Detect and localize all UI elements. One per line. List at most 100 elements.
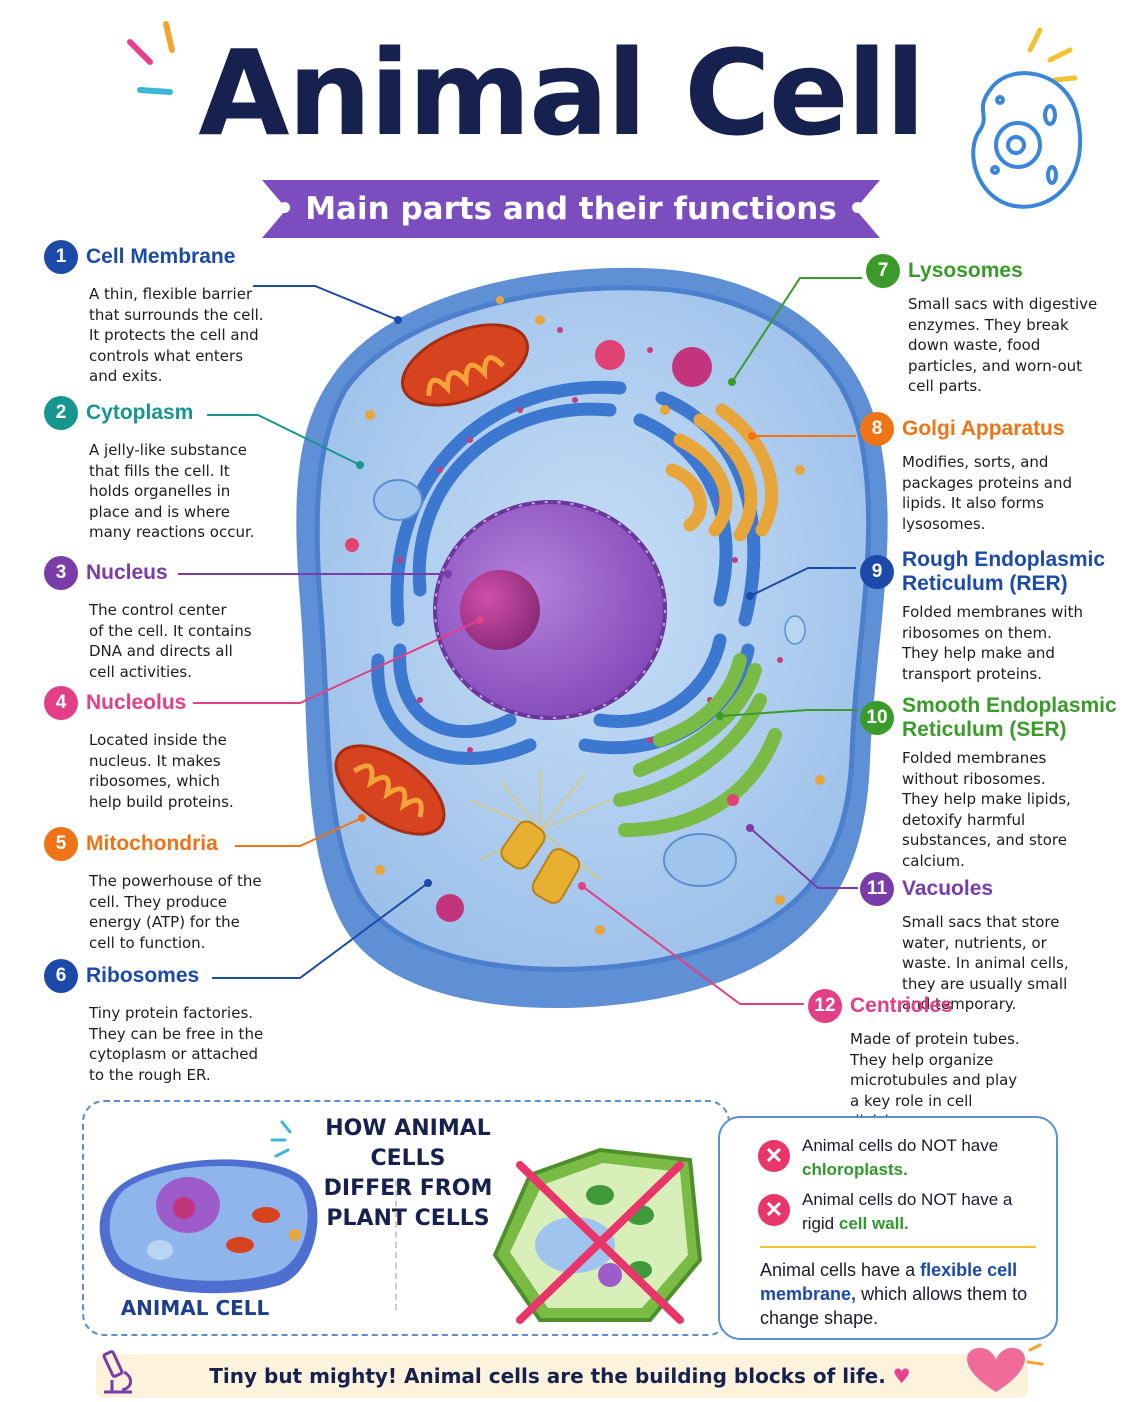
part-name: Nucleolus (86, 691, 187, 714)
part-description-line: controls what enters (89, 346, 244, 365)
microscope-icon (102, 1350, 132, 1394)
summary-text: Animal cells have a flexible cell membra… (760, 1258, 1050, 1330)
part-number-badge: 6 (44, 959, 78, 993)
part-number-badge: 8 (860, 412, 894, 446)
part-description-line: and exits. (89, 367, 163, 385)
part-description-line: A thin, flexible barrier (89, 285, 253, 303)
mitochondrion-top-shape (400, 323, 530, 407)
part-description-line: ribosomes, which (89, 772, 220, 790)
part-heading: 5 Mitochondria (44, 827, 262, 861)
part-name: Ribosomes (86, 964, 200, 987)
part-description-line: nucleus. It makes (89, 751, 221, 770)
part-description-line: It protects the cell and (89, 326, 259, 344)
fact-no-cell-wall: ✕ Animal cells do NOT have a rigid cell … (758, 1188, 1048, 1236)
lysosome-shape (595, 340, 625, 370)
part-name-line: Smooth Endoplasmic (902, 694, 1117, 717)
part-name: Golgi Apparatus (902, 417, 1065, 440)
part-number-badge: 9 (860, 555, 894, 589)
part-description-line: The control center (89, 601, 227, 619)
page-title: Animal Cell (198, 24, 925, 162)
part-number-badge: 12 (808, 989, 842, 1023)
part-description-line: calcium. (902, 851, 965, 870)
part-description-line: microtubules and play (850, 1071, 1018, 1089)
part-name: Mitochondria (86, 832, 218, 855)
part-description: Tiny protein factories.They can be free … (89, 1003, 263, 1085)
part-description-line: They help make and (902, 644, 1055, 662)
part-description-line: ribosomes on them. (902, 623, 1052, 642)
small-heart-icon: ♥ (892, 1364, 911, 1388)
summary-post: which allows them to change shape. (760, 1284, 1028, 1328)
sparkle-right-icon (1027, 27, 1078, 83)
x-mark-icon: ✕ (758, 1140, 790, 1172)
part-heading: 8 Golgi Apparatus (860, 412, 1072, 446)
part-description-line: waste. In animal cells, (902, 954, 1069, 972)
part-number-badge: 5 (44, 827, 78, 861)
summary-pre: Animal cells have a (760, 1260, 916, 1280)
golgi-shape (665, 403, 779, 542)
part-description-line: Tiny protein factories. (89, 1004, 254, 1022)
comparison-divider (395, 1180, 397, 1310)
part-description-line: a key role in cell (850, 1091, 973, 1110)
part-description-line: and temporary. (902, 995, 1017, 1013)
part-description-line: DNA and directs all (89, 642, 233, 660)
vacuole-shape (784, 615, 806, 645)
part-description-line: many reactions occur. (89, 523, 255, 541)
part-description-line: They help make lipids, (902, 790, 1071, 808)
part-heading: 11 Vacuoles (860, 872, 1069, 906)
fact-text: Animal cells do NOT have chloroplasts. (802, 1134, 998, 1182)
summary-highlight2: cell membrane, (760, 1260, 1018, 1304)
cell-outline-icon (971, 71, 1083, 209)
part-description-line: cell parts. (908, 377, 982, 395)
part-description-line: cell to function. (89, 933, 206, 952)
part-number-badge: 10 (860, 701, 894, 735)
x-mark-icon: ✕ (758, 1194, 790, 1226)
comparison-title: HOW ANIMAL CELLS DIFFER FROM PLANT CELLS (296, 1114, 520, 1234)
part-heading: 6 Ribosomes (44, 959, 263, 993)
part-description-line: enzymes. They break (908, 315, 1069, 334)
fact2-highlight: cell wall. (838, 1214, 909, 1233)
part-name-line: Reticulum (RER) (902, 572, 1068, 595)
part-description-line: packages proteins and (902, 473, 1073, 492)
part-description-line: cell. They produce (89, 892, 227, 911)
part-description-line: Small sacs that store (902, 913, 1060, 931)
part-description: Made of protein tubes.They help organize… (850, 1029, 1020, 1132)
part-name: Cell Membrane (86, 245, 236, 268)
part-description-line: substances, and store (902, 831, 1067, 849)
footer-band (96, 1354, 1028, 1398)
part-description-line: detoxify harmful (902, 810, 1026, 829)
footer-text: Tiny but mighty! Animal cells are the bu… (120, 1354, 1000, 1398)
smooth-er-shape (613, 653, 782, 837)
part-name: Vacuoles (902, 877, 994, 900)
part-number-badge: 11 (860, 872, 894, 906)
mitochondrion-bottom-shape (334, 744, 446, 836)
fact1-text: Animal cells do NOT have (802, 1136, 999, 1155)
cytoplasm-granules (365, 296, 825, 935)
part-description-line: cell activities. (89, 662, 192, 681)
part-number-badge: 3 (44, 556, 78, 590)
summary-highlight1: flexible (920, 1260, 983, 1280)
part-description-line: water, nutrients, or (902, 933, 1047, 952)
part-number-badge: 2 (44, 396, 78, 430)
part-description-line: Made of protein tubes. (850, 1030, 1020, 1048)
